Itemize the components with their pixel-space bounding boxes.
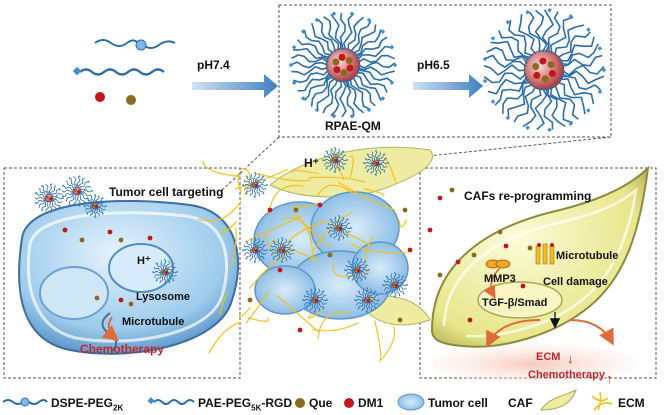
legend-dspe-main: DSPE-PEG [51,396,113,410]
legend-que-icon [295,398,305,408]
arrow-ph74 [192,74,278,98]
microtubule-label-left: Microtubule [122,317,184,328]
legend-caf-label: CAF [508,397,533,409]
legend-que-label: Que [309,397,332,409]
legend-pae-main: PAE-PEG [198,396,251,410]
micelle-name-label: RPAE-QM [325,120,381,132]
cell-damage-label: Cell damage [543,277,608,288]
ph74-label: pH7.4 [197,59,230,71]
dm1-dot [95,92,105,102]
legend-tumor-label: Tumor cell [428,397,488,409]
right-panel-title: CAFs re-programming [464,190,591,202]
legend-dm1-icon [344,398,354,408]
rpae-qm-micelle [289,12,398,119]
tgf-smad-label: TGF-β/Smad [482,298,547,309]
mmp3-icon [486,260,510,268]
legend-dspe-icon [3,398,47,406]
microtubule-label-right: Microtubule [556,251,618,262]
chemotherapy-label-left: Chemotherapy [80,343,164,355]
center-proton-label: H⁺ [304,157,319,169]
nucleus [40,267,108,319]
legend-pae-sub: 5K [251,403,261,412]
legend-dspe-sub: 2K [113,403,123,412]
mmp3-label: MMP3 [484,274,516,285]
swollen-micelle [483,8,607,132]
legend-pae-tail: -RGD [261,396,292,410]
que-dot [126,95,136,105]
ecm-effect-label: ECM [536,352,560,363]
legend-pae-label: PAE-PEG5K-RGD [198,397,292,412]
legend-dm1-label: DM1 [358,397,383,409]
legend-ecm-label: ECM [618,397,645,409]
ph65-label: pH6.5 [417,59,450,71]
lysosome-label: Lysosome [136,292,190,303]
legend-dspe-label: DSPE-PEG2K [51,397,123,412]
legend-pae-icon [147,397,194,404]
left-panel-title: Tumor cell targeting [109,186,223,198]
legend-ecm-icon [592,392,612,410]
pae-peg-rgd-polymer [73,67,164,75]
legend-tumor-icon [398,394,424,410]
arrow-ph65 [413,74,483,98]
lysosome-proton-label: H⁺ [137,256,151,267]
chemotherapy-label-right: Chemotherapy [528,370,605,381]
chemo-up-arrow: ↑ [606,371,613,386]
legend-caf-icon [541,390,576,410]
ecm-down-arrow: ↓ [567,351,574,366]
microtubule-bundle-icon [536,243,554,264]
dspe-peg-polymer [95,40,175,50]
